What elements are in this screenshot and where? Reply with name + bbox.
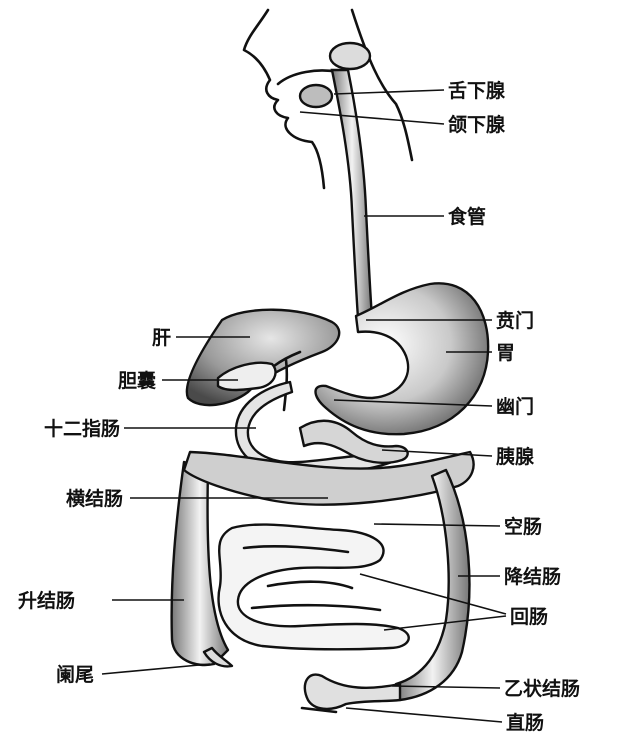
- label-cardia: 贲门: [496, 309, 534, 332]
- label-appendix: 阑尾: [56, 663, 94, 686]
- label-stomach: 胃: [496, 342, 515, 364]
- label-liver: 肝: [152, 327, 171, 349]
- label-gallbladder: 胆囊: [118, 369, 157, 392]
- label-sigmoid-colon: 乙状结肠: [504, 677, 580, 700]
- label-duodenum: 十二指肠: [44, 417, 120, 440]
- small-intestine-shape: [219, 525, 409, 650]
- stomach-shape: [316, 283, 489, 434]
- label-submandibular-gland: 颌下腺: [448, 113, 506, 136]
- label-rectum: 直肠: [506, 711, 544, 734]
- label-pancreas: 胰腺: [495, 445, 535, 468]
- label-jejunum: 空肠: [504, 515, 542, 538]
- label-ascending-colon: 升结肠: [18, 589, 75, 612]
- submandibular-gland-shape: [278, 71, 338, 108]
- label-transverse-colon: 横结肠: [66, 487, 123, 510]
- label-esophagus: 食管: [448, 205, 486, 228]
- label-pylorus: 幽门: [496, 395, 534, 418]
- label-sublingual-gland: 舌下腺: [448, 79, 506, 102]
- label-ileum: 回肠: [510, 606, 548, 628]
- esophagus-shape: [332, 70, 372, 318]
- sublingual-gland-shape: [330, 43, 370, 69]
- label-descending-colon: 降结肠: [504, 565, 561, 588]
